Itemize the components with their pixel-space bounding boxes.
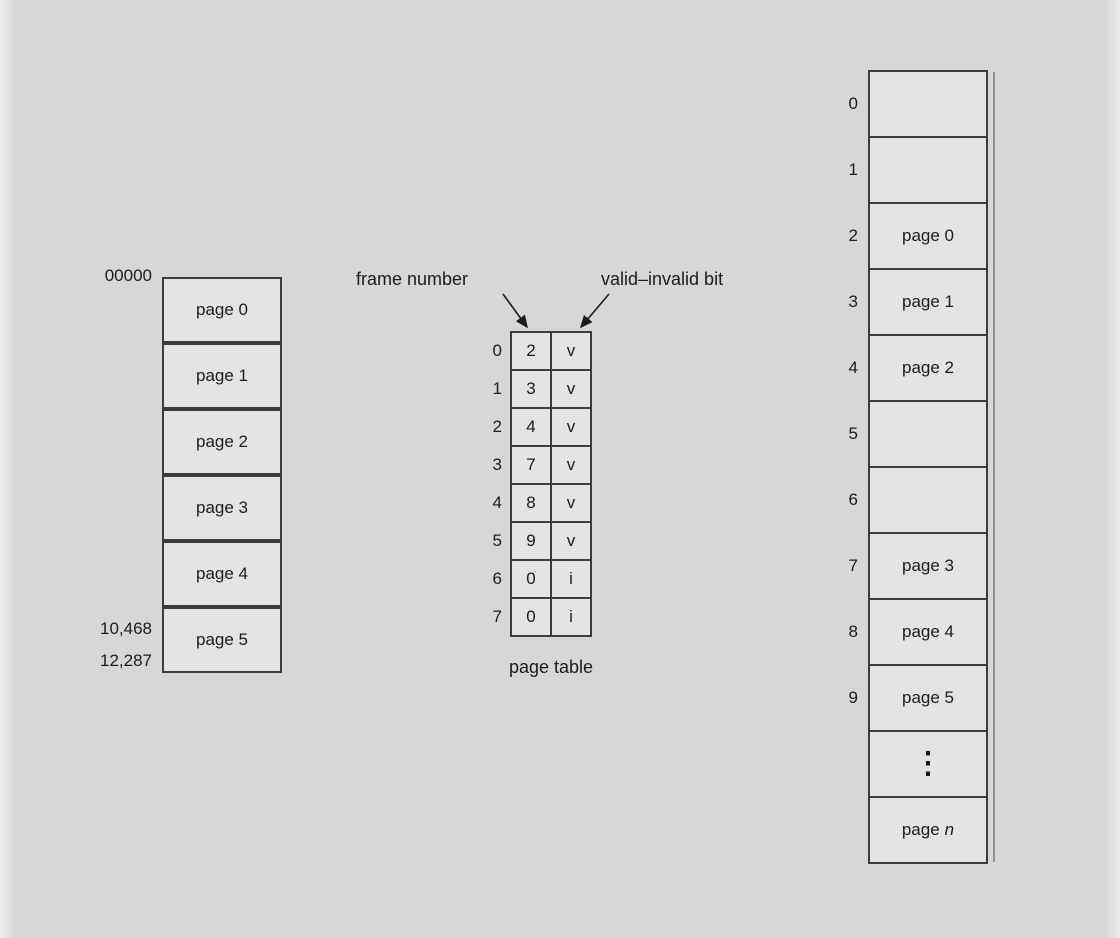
valid-bit-cell: v xyxy=(550,483,592,523)
page-table-row-index: 7 xyxy=(492,607,502,626)
page-table-row: 4 8 v xyxy=(476,483,592,523)
logical-address-top: 00000 xyxy=(104,266,152,285)
frame-number-cell: 2 xyxy=(510,331,552,371)
frame-number-cell: 0 xyxy=(510,559,552,599)
logical-page-cell: page 4 xyxy=(162,541,282,607)
logical-page-cell: page 5 xyxy=(162,607,282,673)
physical-frame-row: 2 page 0 xyxy=(828,202,988,270)
logical-page-cell: page 2 xyxy=(162,409,282,475)
physical-frame-index: 9 xyxy=(848,688,858,707)
valid-bit-cell: v xyxy=(550,521,592,561)
logical-page-cell: page 3 xyxy=(162,475,282,541)
physical-frame-index: 2 xyxy=(848,226,858,245)
frame-number-cell: 9 xyxy=(510,521,552,561)
physical-frame-cell: page 5 xyxy=(868,664,988,732)
frame-number-cell: 0 xyxy=(510,597,552,637)
physical-frame-cell: page 1 xyxy=(868,268,988,336)
page-n-label: page xyxy=(901,820,940,839)
page-table-row: 5 9 v xyxy=(476,521,592,561)
logical-page-cell: page 1 xyxy=(162,343,282,409)
frame-number-cell: 8 xyxy=(510,483,552,523)
physical-frame-cell xyxy=(868,466,988,534)
physical-frame-index: 6 xyxy=(848,490,858,509)
valid-bit-cell: i xyxy=(550,559,592,599)
page-table-row: 2 4 v xyxy=(476,407,592,447)
logical-address-12287: 12,287 xyxy=(100,651,152,670)
physical-frame-index: 7 xyxy=(848,556,858,575)
physical-memory-stack: 0 1 2 page 0 3 page 1 4 page 2 5 6 7 xyxy=(828,70,995,864)
frame-number-arrow xyxy=(502,293,528,329)
valid-bit-cell: i xyxy=(550,597,592,637)
frame-number-label: frame number xyxy=(356,269,469,289)
physical-frame-cell xyxy=(868,400,988,468)
physical-frame-index: 0 xyxy=(848,94,858,113)
logical-memory-stack: page 0 page 1 page 2 page 3 page 4 page … xyxy=(162,277,282,673)
page-table-row-index: 5 xyxy=(492,531,502,550)
physical-frame-row: 1 xyxy=(828,136,988,204)
physical-frame-row: 6 xyxy=(828,466,988,534)
page-table-row: 6 0 i xyxy=(476,559,592,599)
page-table: 0 2 v 1 3 v 2 4 v 3 7 v 4 8 v 5 9 v xyxy=(476,331,592,637)
page-table-row: 0 2 v xyxy=(476,331,592,371)
physical-frame-row-ellipsis: ⋮ xyxy=(828,730,988,798)
physical-frame-cell: page 2 xyxy=(868,334,988,402)
valid-invalid-arrow xyxy=(579,293,610,329)
physical-frame-cell xyxy=(868,136,988,204)
page-table-row-index: 2 xyxy=(492,417,502,436)
page-table-row-index: 1 xyxy=(492,379,502,398)
valid-bit-cell: v xyxy=(550,407,592,447)
page-table-row-index: 3 xyxy=(492,455,502,474)
physical-frame-cell: page 0 xyxy=(868,202,988,270)
page-n-var: n xyxy=(944,820,955,839)
valid-invalid-bit-label: valid–invalid bit xyxy=(601,269,724,289)
page-table-row-index: 0 xyxy=(492,341,502,360)
frame-number-cell: 7 xyxy=(510,445,552,485)
physical-frame-row: 5 xyxy=(828,400,988,468)
physical-frame-row: 7 page 3 xyxy=(828,532,988,600)
physical-frame-row: 3 page 1 xyxy=(828,268,988,336)
page-table-caption: page table xyxy=(508,657,594,677)
physical-frame-index: 8 xyxy=(848,622,858,641)
frame-number-cell: 3 xyxy=(510,369,552,409)
physical-frame-cell: page 4 xyxy=(868,598,988,666)
physical-frame-index: 5 xyxy=(848,424,858,443)
page-table-row: 3 7 v xyxy=(476,445,592,485)
logical-page-cell: page 0 xyxy=(162,277,282,343)
page-table-row: 7 0 i xyxy=(476,597,592,637)
valid-bit-cell: v xyxy=(550,445,592,485)
frame-number-cell: 4 xyxy=(510,407,552,447)
physical-frame-cell xyxy=(868,70,988,138)
physical-frame-index: 3 xyxy=(848,292,858,311)
physical-frame-row: 0 xyxy=(828,70,988,138)
page-table-row-index: 4 xyxy=(492,493,502,512)
physical-frame-row: 4 page 2 xyxy=(828,334,988,402)
physical-frame-cell: page 3 xyxy=(868,532,988,600)
logical-address-10468: 10,468 xyxy=(100,619,152,638)
valid-bit-cell: v xyxy=(550,331,592,371)
valid-bit-cell: v xyxy=(550,369,592,409)
page-table-row-index: 6 xyxy=(492,569,502,588)
physical-frame-row: 8 page 4 xyxy=(828,598,988,666)
physical-frame-index: 4 xyxy=(848,358,858,377)
physical-frame-index: 1 xyxy=(848,160,858,179)
physical-frame-row: 9 page 5 xyxy=(828,664,988,732)
ellipsis-cell: ⋮ xyxy=(868,730,988,798)
page-table-row: 1 3 v xyxy=(476,369,592,409)
